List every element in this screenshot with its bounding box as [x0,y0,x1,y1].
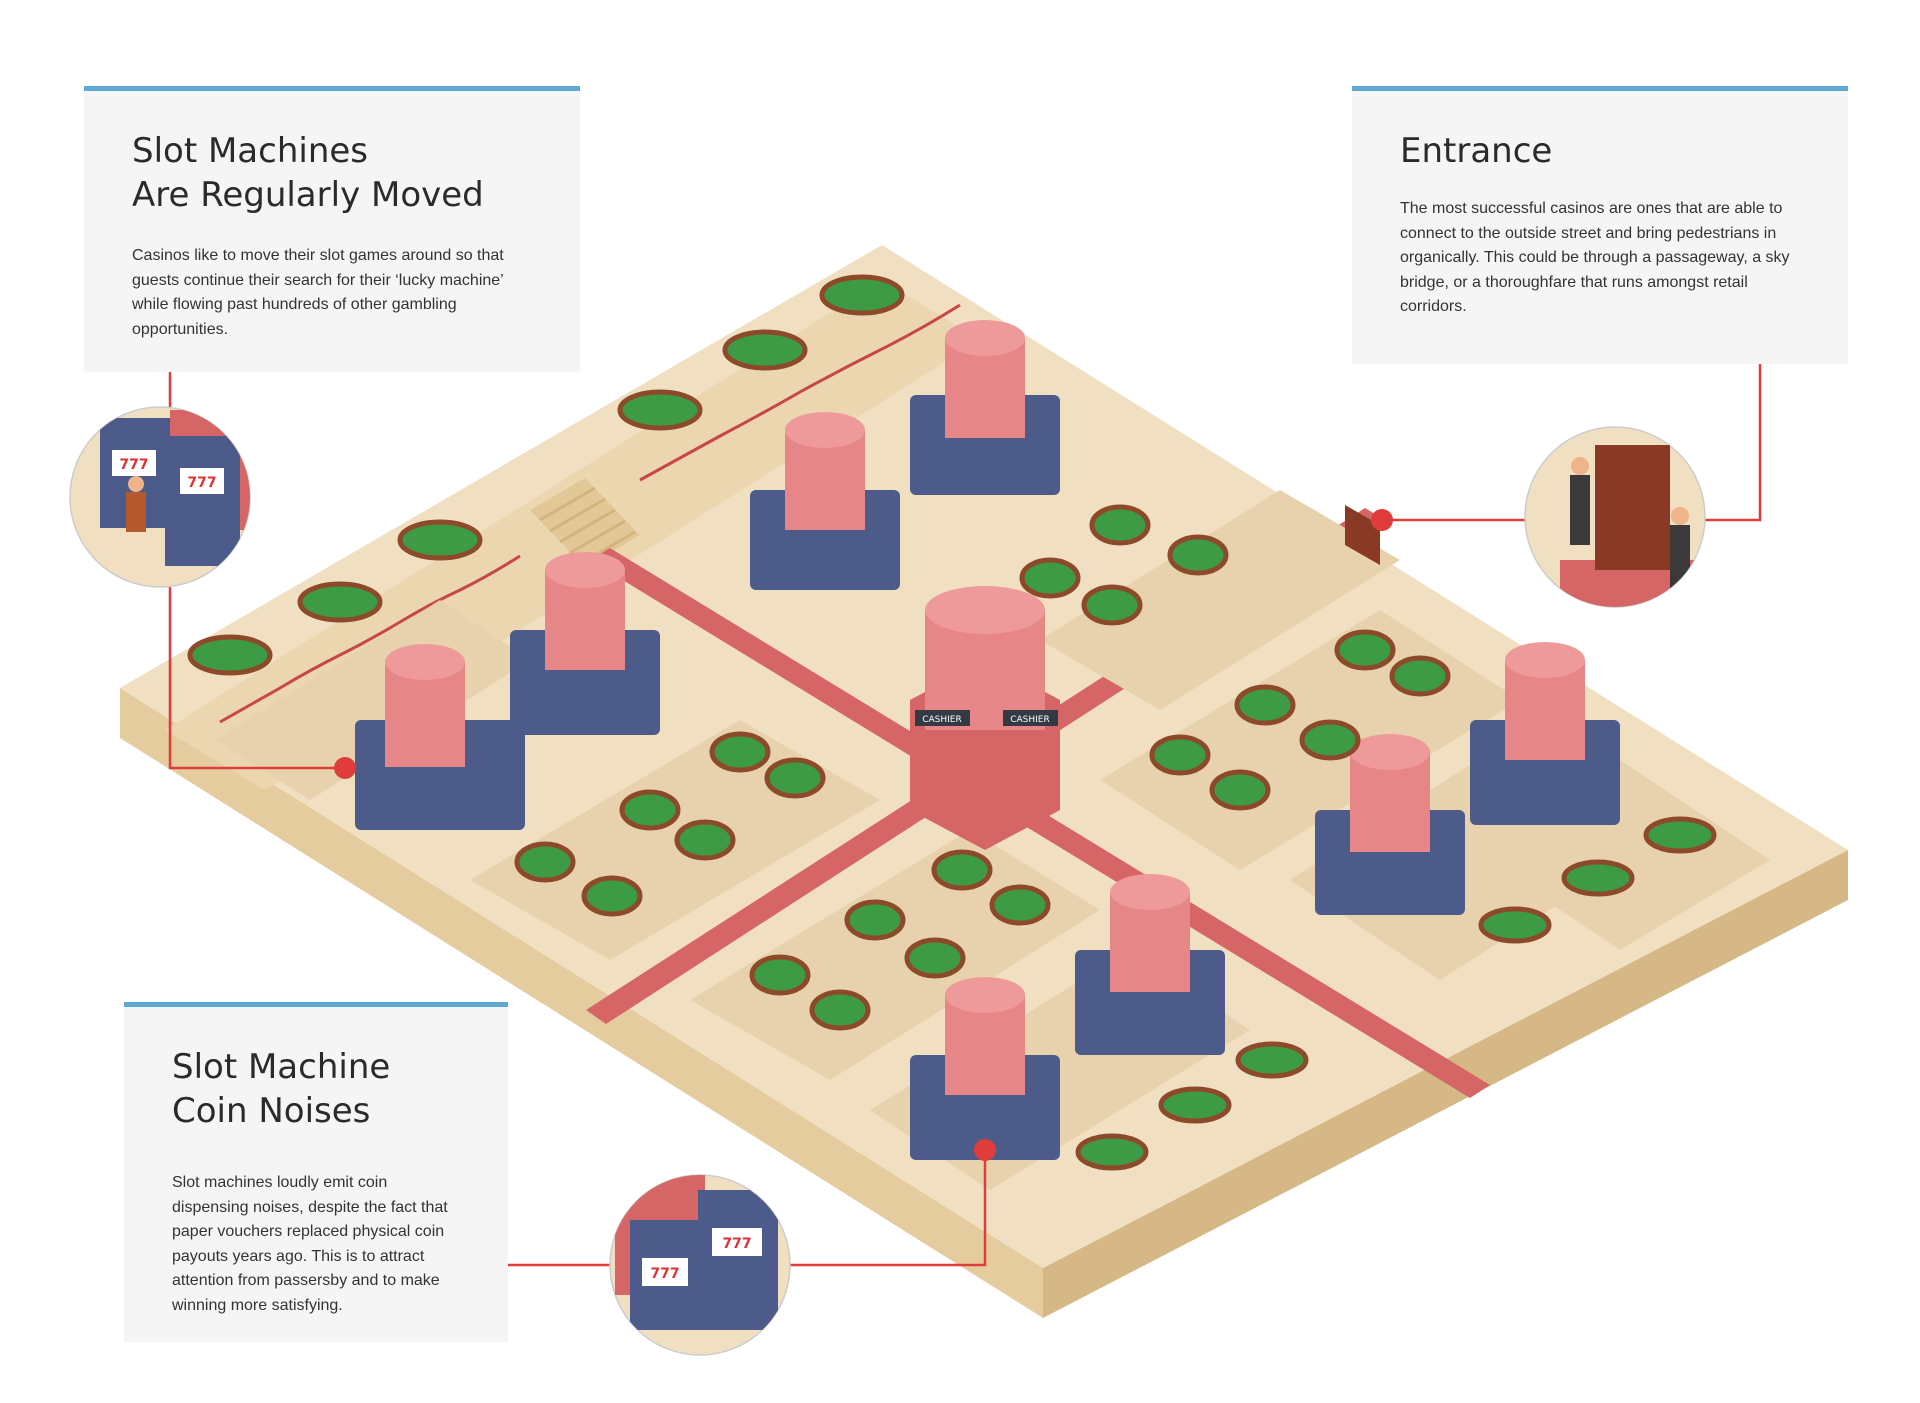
slot-cluster [910,320,1060,495]
svg-text:777: 777 [722,1236,751,1252]
callout-dots [334,509,1393,1161]
card-title-line-2: Are Regularly Moved [132,175,484,215]
slot-cluster [910,977,1060,1160]
zoom-circle-entrance [1524,426,1706,608]
cashier-sign-right [1003,710,1058,726]
svg-text:777: 777 [119,457,148,473]
svg-text:777: 777 [650,1266,679,1282]
slot-cluster [1470,642,1620,825]
card-body: The most successful casinos are ones tha… [1400,200,1790,315]
svg-text:777: 777 [187,475,216,491]
slot-cluster [355,644,525,830]
card-title-line-1: Slot Machine [172,1047,391,1087]
slot-cluster [750,412,900,590]
cashier-tower: CASHIER CASHIER [910,586,1060,850]
cashier-sign-left [915,710,970,726]
card-title-line-1: Slot Machines [132,131,369,171]
svg-text:CASHIER: CASHIER [922,715,962,725]
svg-text:CASHIER: CASHIER [1010,715,1050,725]
slot-cluster [1075,874,1225,1055]
slot-cluster [1315,734,1465,915]
card-title-line-2: Coin Noises [172,1091,371,1131]
zoom-circle-slots-left: 777 777 [69,406,251,588]
card-body: Slot machines loudly emit coin dispensin… [172,1174,448,1314]
card-title: Entrance [1400,131,1553,171]
roulette-tables [1075,816,1717,1171]
card-body: Casinos like to move their slot games ar… [132,247,504,338]
zoom-circle-slots-bottom: 777 777 [609,1174,791,1356]
blackjack-tables [187,274,1451,1031]
slot-cluster [510,552,660,735]
rope-barrier [219,554,521,724]
info-card-entrance: Entrance The most successful casinos are… [1352,86,1848,364]
